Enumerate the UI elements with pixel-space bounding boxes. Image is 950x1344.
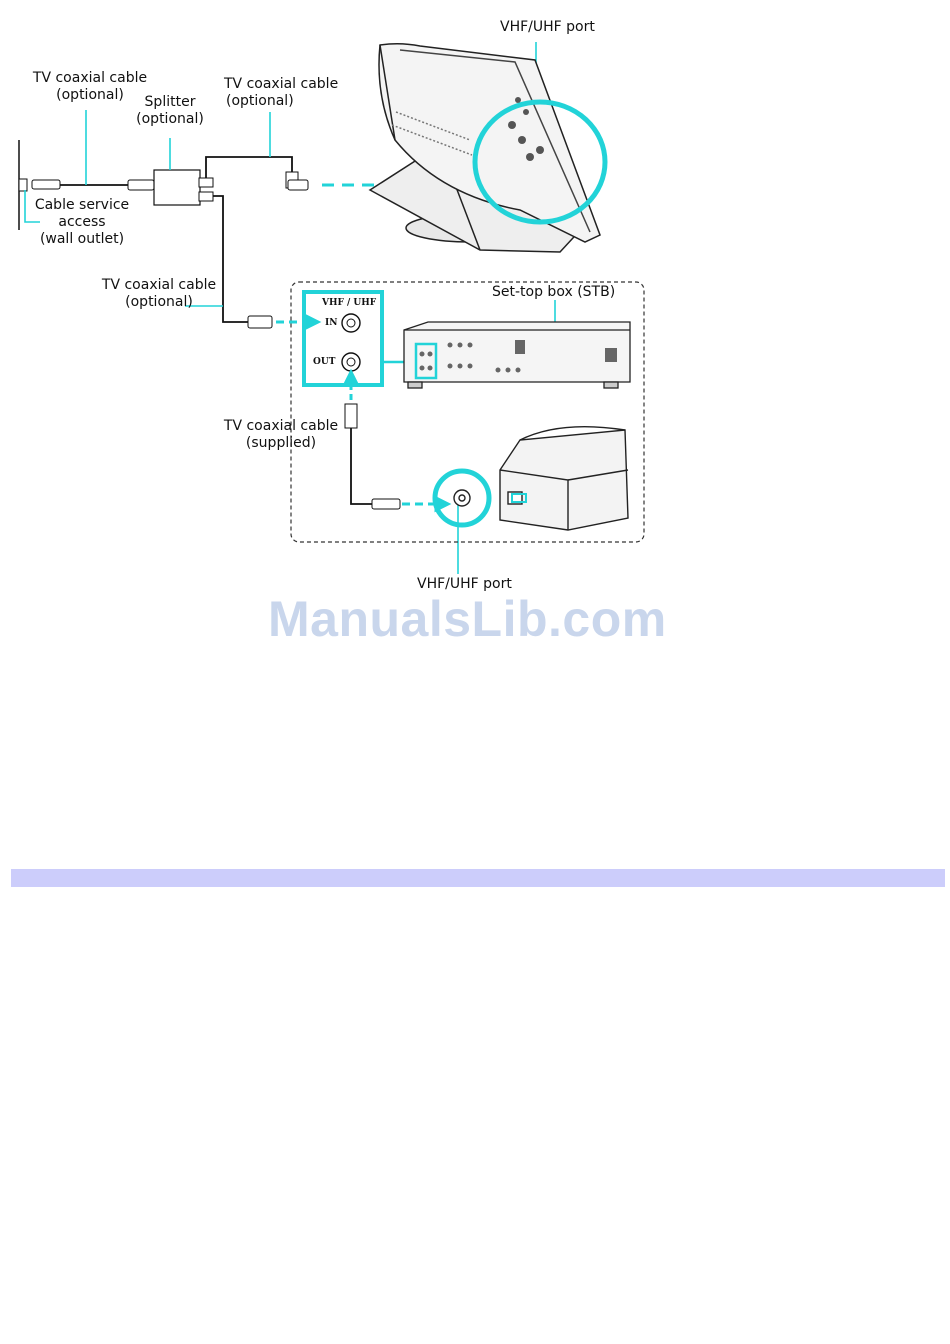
coax-cable-3 <box>213 196 248 322</box>
label-set-top-box: Set-top box (STB) <box>492 284 615 301</box>
label-vhf-uhf-small: VHF / UHF <box>322 298 376 308</box>
label-cable-service: Cable service access (wall outlet) <box>30 197 134 248</box>
label-splitter-line2: (optional) <box>130 111 210 128</box>
label-in: IN <box>325 318 337 328</box>
label-cable-service-line2: access <box>30 214 134 231</box>
label-splitter-line1: Splitter <box>130 94 210 111</box>
label-tv-coax-supplied-line2: (supplied) <box>222 435 340 452</box>
label-tv-coax-3-line1: TV coaxial cable <box>100 277 218 294</box>
watermark: ManualsLib.com <box>268 590 667 648</box>
label-tv-coax-supplied: TV coaxial cable (supplied) <box>222 418 340 452</box>
coax-cable-2 <box>206 157 292 178</box>
coax-cable-supplied <box>345 372 448 510</box>
label-splitter: Splitter (optional) <box>130 94 210 128</box>
splitter <box>154 170 213 205</box>
label-tv-coax-2: TV coaxial cable (optional) <box>224 76 338 110</box>
label-tv-coax-1-line1: TV coaxial cable <box>32 70 148 87</box>
label-tv-coax-3-line2: (optional) <box>100 294 218 311</box>
label-tv-coax-2-line2: (optional) <box>224 93 338 110</box>
label-tv-coax-3: TV coaxial cable (optional) <box>100 277 218 311</box>
section-divider-bar <box>11 869 945 887</box>
label-vhf-uhf-port-top: VHF/UHF port <box>500 19 595 36</box>
label-out: OUT <box>313 357 335 367</box>
label-tv-coax-supplied-line1: TV coaxial cable <box>222 418 340 435</box>
set-top-box <box>404 322 630 388</box>
computer-unit <box>370 44 600 252</box>
label-cable-service-line3: (wall outlet) <box>30 231 134 248</box>
label-cable-service-line1: Cable service <box>30 197 134 214</box>
label-tv-coax-2-line1: TV coaxial cable <box>224 76 338 93</box>
